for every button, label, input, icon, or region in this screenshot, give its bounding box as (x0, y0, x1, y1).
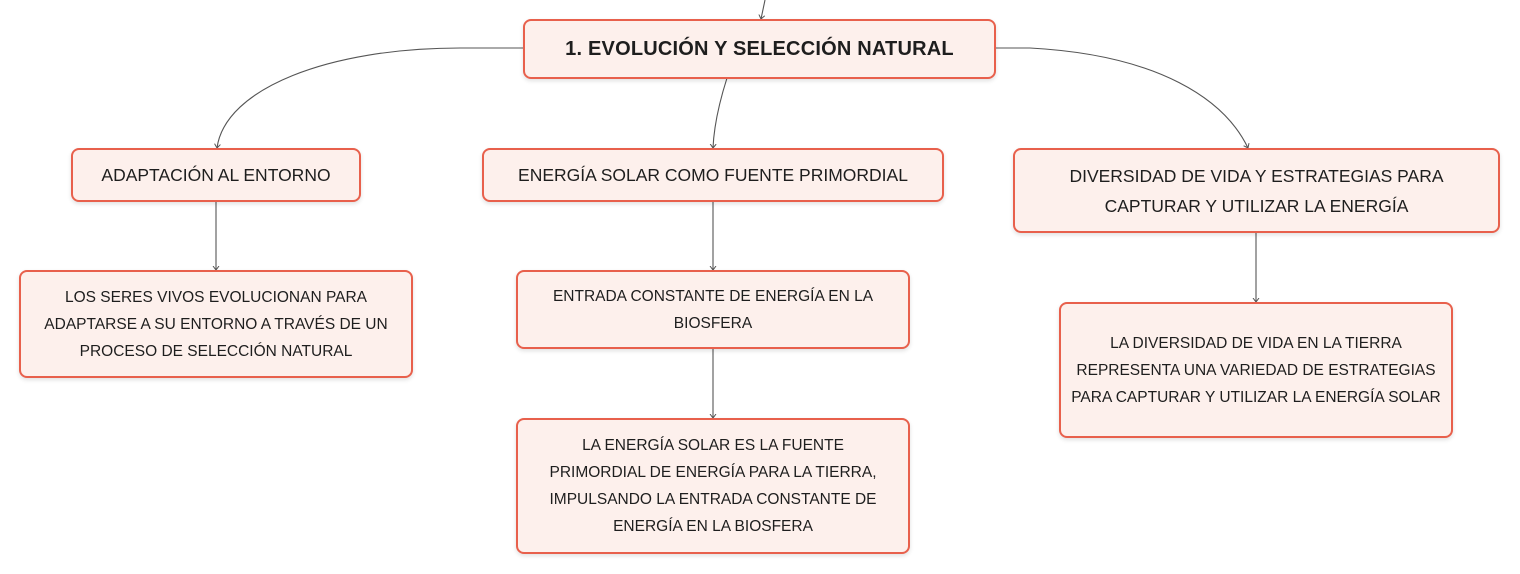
detail-seres-vivos-evolucionan[interactable]: LOS SERES VIVOS EVOLUCIONAN PARA ADAPTAR… (19, 270, 413, 378)
detail-diversidad-de-vida[interactable]: LA DIVERSIDAD DE VIDA EN LA TIERRA REPRE… (1059, 302, 1453, 438)
detail-label: LOS SERES VIVOS EVOLUCIONAN PARA ADAPTAR… (44, 288, 388, 360)
connector-root-diversidad (996, 47, 1248, 148)
root-topic-label: 1. EVOLUCIÓN Y SELECCIÓN NATURAL (565, 37, 954, 60)
branch-diversidad-de-vida[interactable]: DIVERSIDAD DE VIDA Y ESTRATEGIAS PARA CA… (1013, 148, 1500, 233)
connector-root-energia (713, 77, 728, 148)
branch-label: ENERGÍA SOLAR COMO FUENTE PRIMORDIAL (518, 165, 908, 185)
connector-root-adaptacion (217, 47, 524, 148)
branch-energia-solar[interactable]: ENERGÍA SOLAR COMO FUENTE PRIMORDIAL (482, 148, 944, 202)
detail-label: LA ENERGÍA SOLAR ES LA FUENTE PRIMORDIAL… (549, 437, 877, 535)
detail-label: ENTRADA CONSTANTE DE ENERGÍA EN LA BIOSF… (552, 287, 874, 332)
connector-incoming-root (761, 0, 766, 19)
branch-label: ADAPTACIÓN AL ENTORNO (101, 165, 331, 185)
detail-entrada-constante[interactable]: ENTRADA CONSTANTE DE ENERGÍA EN LA BIOSF… (516, 270, 910, 349)
root-topic[interactable]: 1. EVOLUCIÓN Y SELECCIÓN NATURAL (523, 19, 996, 79)
branch-label: DIVERSIDAD DE VIDA Y ESTRATEGIAS PARA CA… (1069, 165, 1444, 216)
detail-label: LA DIVERSIDAD DE VIDA EN LA TIERRA REPRE… (1071, 334, 1441, 406)
detail-energia-solar-fuente[interactable]: LA ENERGÍA SOLAR ES LA FUENTE PRIMORDIAL… (516, 418, 910, 554)
branch-adaptacion-al-entorno[interactable]: ADAPTACIÓN AL ENTORNO (71, 148, 361, 202)
